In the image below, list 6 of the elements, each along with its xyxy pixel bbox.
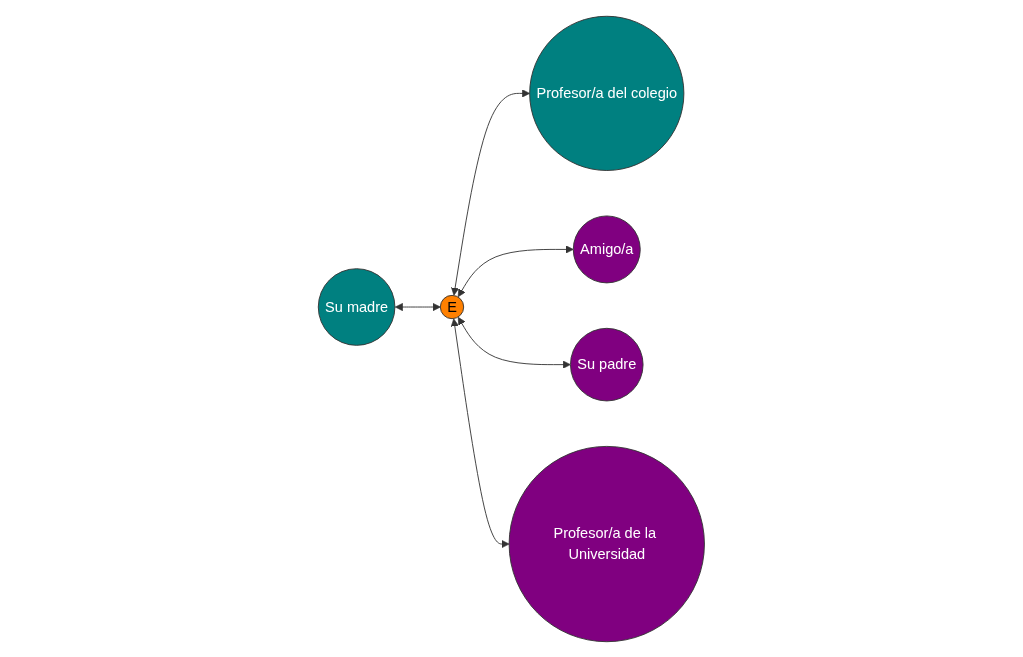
node-circle: Profesor/a de la Universidad	[508, 445, 706, 642]
node-circle: E	[440, 294, 465, 319]
node-circle: Amigo/a	[573, 215, 641, 283]
node-circle: Su madre	[317, 267, 396, 346]
node-circle: Su padre	[570, 327, 644, 401]
node-circle: Profesor/a del colegio	[529, 15, 685, 171]
